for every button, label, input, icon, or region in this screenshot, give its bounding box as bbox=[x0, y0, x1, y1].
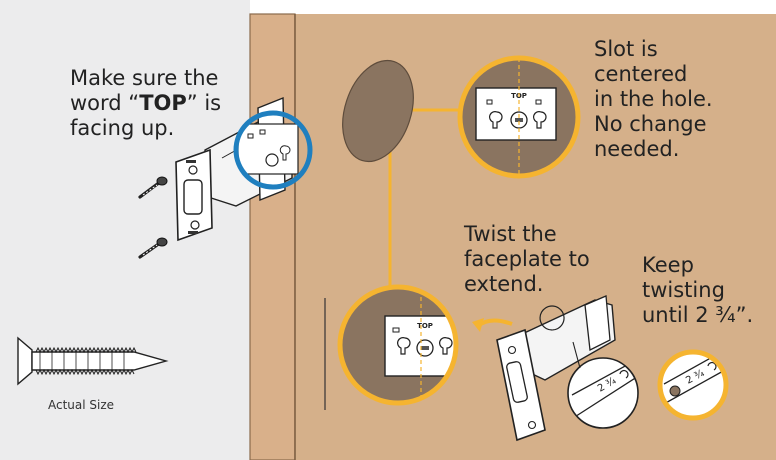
zoom-gauge-final: 2 ¾ bbox=[657, 349, 729, 421]
callout-twist-faceplate: Twist the faceplate to extend. bbox=[464, 222, 590, 296]
instruction-top-emphasis: TOP bbox=[139, 91, 187, 115]
callout-keep-twisting: Keep twisting until 2 ¾”. bbox=[642, 253, 754, 327]
twist-arrow bbox=[472, 318, 513, 332]
latch-twist-illustration bbox=[496, 295, 616, 442]
instruction-top-suffix: ” is facing up. bbox=[70, 91, 222, 140]
wood-screw-lower bbox=[138, 237, 168, 259]
screw-caption: Actual Size bbox=[48, 398, 115, 412]
actual-size-screw bbox=[17, 336, 169, 386]
zoom-centered-slot: TOP bbox=[457, 55, 581, 179]
latch-stamp-bottom: TOP bbox=[417, 322, 433, 330]
callout-slot-centered: Slot is centered in the hole. No change … bbox=[594, 37, 713, 161]
wood-screw-upper bbox=[138, 176, 168, 199]
door-edge bbox=[249, 13, 296, 460]
bore-hole bbox=[342, 59, 414, 163]
instruction-top-prefix: Make sure the word “ bbox=[70, 66, 219, 115]
top-marking-highlight bbox=[233, 110, 313, 190]
instruction-top-label: Make sure the word “TOP” is facing up. bbox=[70, 66, 245, 141]
zoom-extend-slot: TOP bbox=[337, 284, 459, 406]
